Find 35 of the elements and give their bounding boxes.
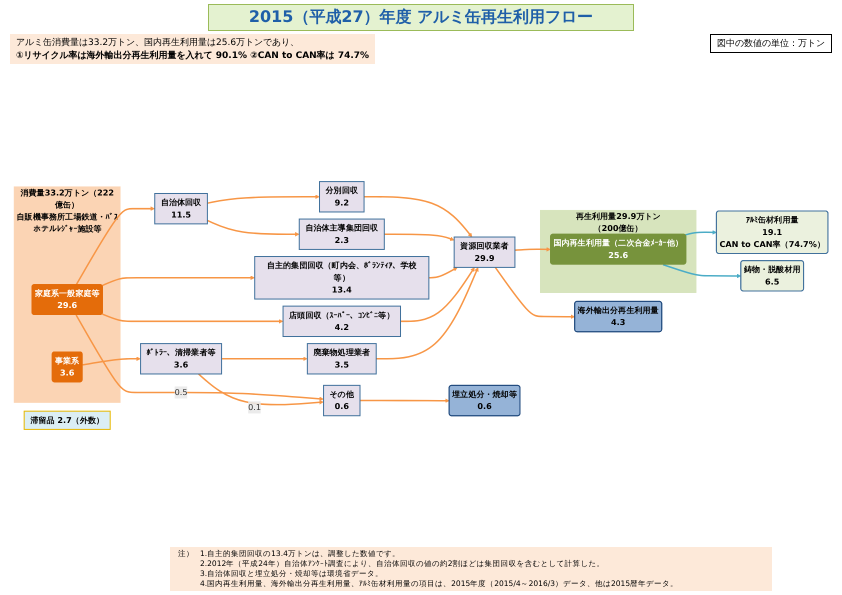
arrow	[400, 267, 475, 322]
arrow	[514, 247, 551, 252]
arrow	[82, 356, 141, 366]
arrow	[102, 313, 284, 324]
node-box: 廃棄物処理業者 3.5	[306, 343, 377, 374]
node-box: 店頭回収（ｽｰﾊﾟｰ、ｺﾝﾋﾞﾆ等） 4.2	[282, 306, 402, 338]
arrow	[207, 220, 300, 236]
node-box: ﾎﾞﾄﾗｰ、清掃業者等 3.6	[140, 343, 222, 374]
node-box: 分別回収 9.2	[319, 181, 365, 212]
arrow	[685, 230, 717, 236]
node-box: 自治体主導集団回収 2.3	[298, 218, 385, 250]
arrow	[384, 233, 454, 241]
arrow	[376, 267, 479, 360]
arrow	[494, 266, 576, 319]
arrow	[364, 196, 472, 238]
title: 2015（平成27）年度 アルミ缶再生利用フロー	[208, 4, 634, 31]
node-box: 自主的集団回収（町内会、ﾎﾞﾗﾝﾃｨｱ、学校等） 13.4	[254, 256, 430, 300]
arrow	[662, 264, 742, 278]
intro-text: アルミ缶消費量は33.2万トン、国内再生利用量は25.6万トンであり、	[16, 36, 300, 49]
node-box: 資源回収業者 29.9	[454, 236, 516, 268]
arrow	[75, 314, 324, 402]
edge-label: 0.5	[174, 387, 188, 398]
node-box: 滞留品 2.7（外数）	[24, 410, 111, 430]
arrow	[76, 206, 155, 285]
unit-note: 図中の数値の単位：万トン	[710, 34, 832, 53]
arrow	[360, 398, 450, 403]
edge-label: 0.1	[248, 402, 262, 412]
arrow	[207, 194, 320, 204]
arrow	[198, 373, 324, 406]
arrow	[428, 267, 458, 279]
arrow	[222, 356, 308, 361]
node-box: その他 0.6	[323, 384, 361, 416]
node-box: 自治体回収 11.5	[154, 192, 208, 224]
intro-text: ①リサイクル率は海外輸出分再生利用量を入れて 90.1% ②CAN to CAN率は 74.7%	[16, 49, 370, 62]
arrow	[102, 276, 255, 286]
